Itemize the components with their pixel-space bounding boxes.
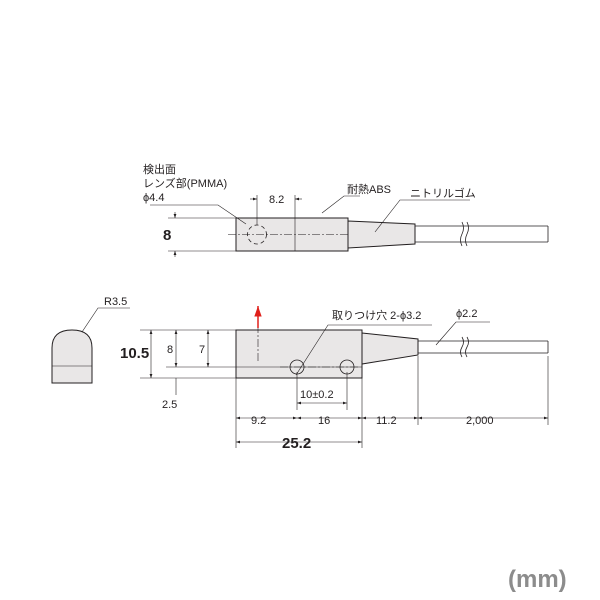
- dim-2000: 2,000: [466, 415, 494, 427]
- side-cable-boot: [361, 332, 419, 365]
- dim-9-2: 9.2: [251, 415, 266, 427]
- dim-8-2: 8.2: [269, 194, 284, 206]
- label-detection-face: 検出面: [143, 162, 176, 176]
- end-view-profile: [51, 329, 93, 384]
- top-view: 検出面 レンズ部(PMMA) ϕ4.4 8.2 耐熱ABS ニトリルゴム 8: [143, 162, 549, 257]
- end-view: R3.5: [51, 296, 130, 384]
- label-lens-diameter: ϕ4.4: [143, 192, 164, 204]
- label-cable-diameter: ϕ2.2: [456, 308, 477, 320]
- label-heat-abs: 耐熱ABS: [347, 183, 391, 196]
- dim-10-5: 10.5: [120, 345, 149, 362]
- dim-25-2: 25.2: [282, 435, 311, 452]
- label-r3-5: R3.5: [104, 296, 127, 308]
- dim-16: 16: [318, 415, 330, 427]
- dim-7: 7: [199, 344, 205, 356]
- label-nitrile-rubber: ニトリルゴム: [410, 186, 476, 200]
- unit-label: (mm): [508, 566, 567, 593]
- top-cable-boot: [347, 220, 416, 249]
- dim-11-2: 11.2: [376, 415, 397, 427]
- dim-8-top: 8: [163, 227, 171, 244]
- dim-8-side: 8: [167, 344, 173, 356]
- side-view: 取りつけ穴 2-ϕ3.2 ϕ2.2 10.5 8 7 2.5 10±0.2 9.…: [120, 306, 549, 452]
- label-lens: レンズ部(PMMA): [143, 176, 227, 190]
- label-mount-holes: 取りつけ穴 2-ϕ3.2: [332, 308, 421, 322]
- dim-2-5: 2.5: [162, 399, 177, 411]
- dim-10-tolerance: 10±0.2: [300, 389, 334, 401]
